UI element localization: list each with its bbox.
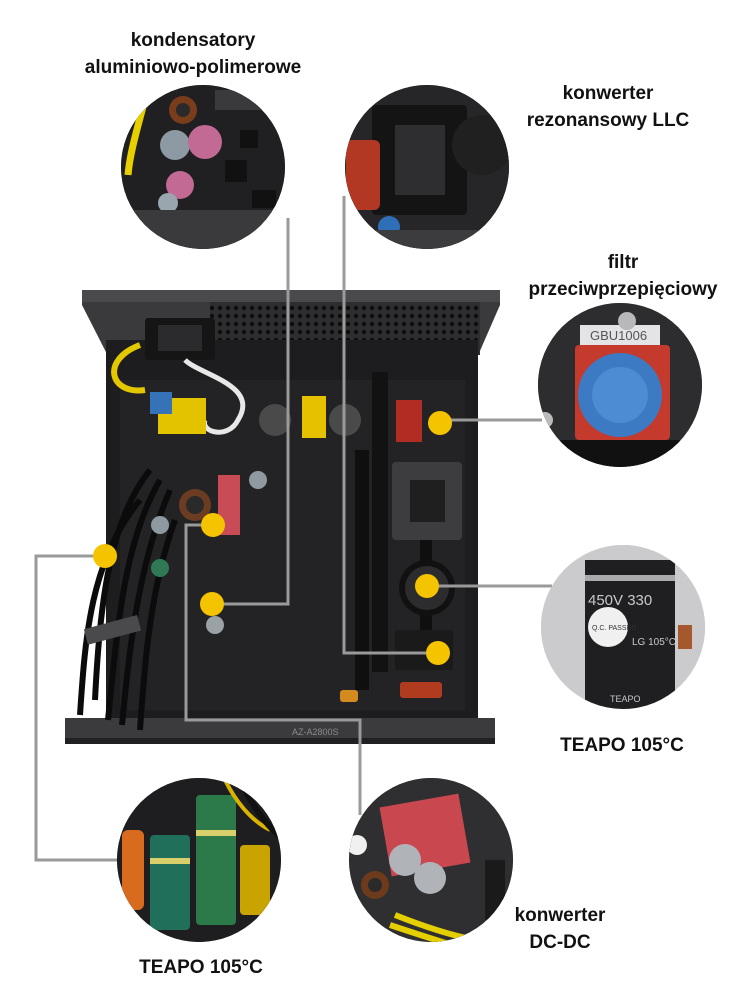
label-dcdc-converter-line2: DC-DC xyxy=(529,932,591,953)
primary-cap-voltage-print: 450V 330 xyxy=(588,592,652,609)
detail-secondary-capacitors xyxy=(117,778,281,942)
label-llc-converter-line1: konwerter xyxy=(562,83,654,104)
marker-dcdc-converter xyxy=(201,513,225,537)
label-llc-converter: konwerter rezonansowy LLC xyxy=(508,80,708,134)
primary-cap-maker-print: TEAPO xyxy=(610,694,641,704)
marker-primary-capacitor xyxy=(415,574,439,598)
label-polymer-capacitors: kondensatory aluminiowo-polimerowe xyxy=(68,27,318,81)
label-primary-capacitor-line1: TEAPO 105°C xyxy=(560,735,684,756)
detail-polymer-capacitors xyxy=(121,85,285,249)
label-secondary-capacitors: TEAPO 105°C xyxy=(116,954,286,981)
label-surge-filter-line2: przeciwprzepięciowy xyxy=(528,279,718,300)
leader-llc-converter xyxy=(342,196,438,655)
marker-surge-filter xyxy=(428,411,452,435)
pcb-model-print: AZ-A2800S xyxy=(292,727,339,737)
label-surge-filter: filtr przeciwprzepięciowy xyxy=(508,249,738,303)
primary-cap-sticker-print: Q.C. PASSED xyxy=(592,625,636,632)
label-dcdc-converter: konwerter DC-DC xyxy=(495,902,625,956)
marker-secondary-capacitors xyxy=(93,544,117,568)
marker-capacitors-polymer xyxy=(200,592,224,616)
detail-llc-converter xyxy=(345,85,509,249)
filter-part-print: GBU1006 xyxy=(590,328,647,343)
leader-capacitors-polymer xyxy=(212,218,290,606)
label-dcdc-converter-line1: konwerter xyxy=(514,905,606,926)
detail-surge-filter: GBU1006 xyxy=(538,303,702,467)
leader-lines xyxy=(34,196,552,862)
label-primary-capacitor: TEAPO 105°C xyxy=(537,732,707,759)
label-polymer-capacitors-line1: kondensatory xyxy=(130,30,256,51)
primary-cap-brand-print: LG 105°C xyxy=(632,637,676,648)
label-secondary-capacitors-line1: TEAPO 105°C xyxy=(139,957,263,978)
markers xyxy=(93,411,452,665)
label-surge-filter-line1: filtr xyxy=(607,252,639,273)
label-llc-converter-line2: rezonansowy LLC xyxy=(526,110,690,131)
detail-primary-capacitor: 450V 330 Q.C. PASSED LG 105°C TEAPO xyxy=(541,545,705,709)
leader-dcdc-converter xyxy=(184,523,362,815)
detail-dcdc-converter xyxy=(349,778,513,942)
leader-secondary-capacitors xyxy=(34,554,120,862)
marker-llc-converter xyxy=(426,641,450,665)
psu-chassis: AZ-A2800S xyxy=(65,290,500,744)
label-polymer-capacitors-line2: aluminiowo-polimerowe xyxy=(84,57,302,78)
